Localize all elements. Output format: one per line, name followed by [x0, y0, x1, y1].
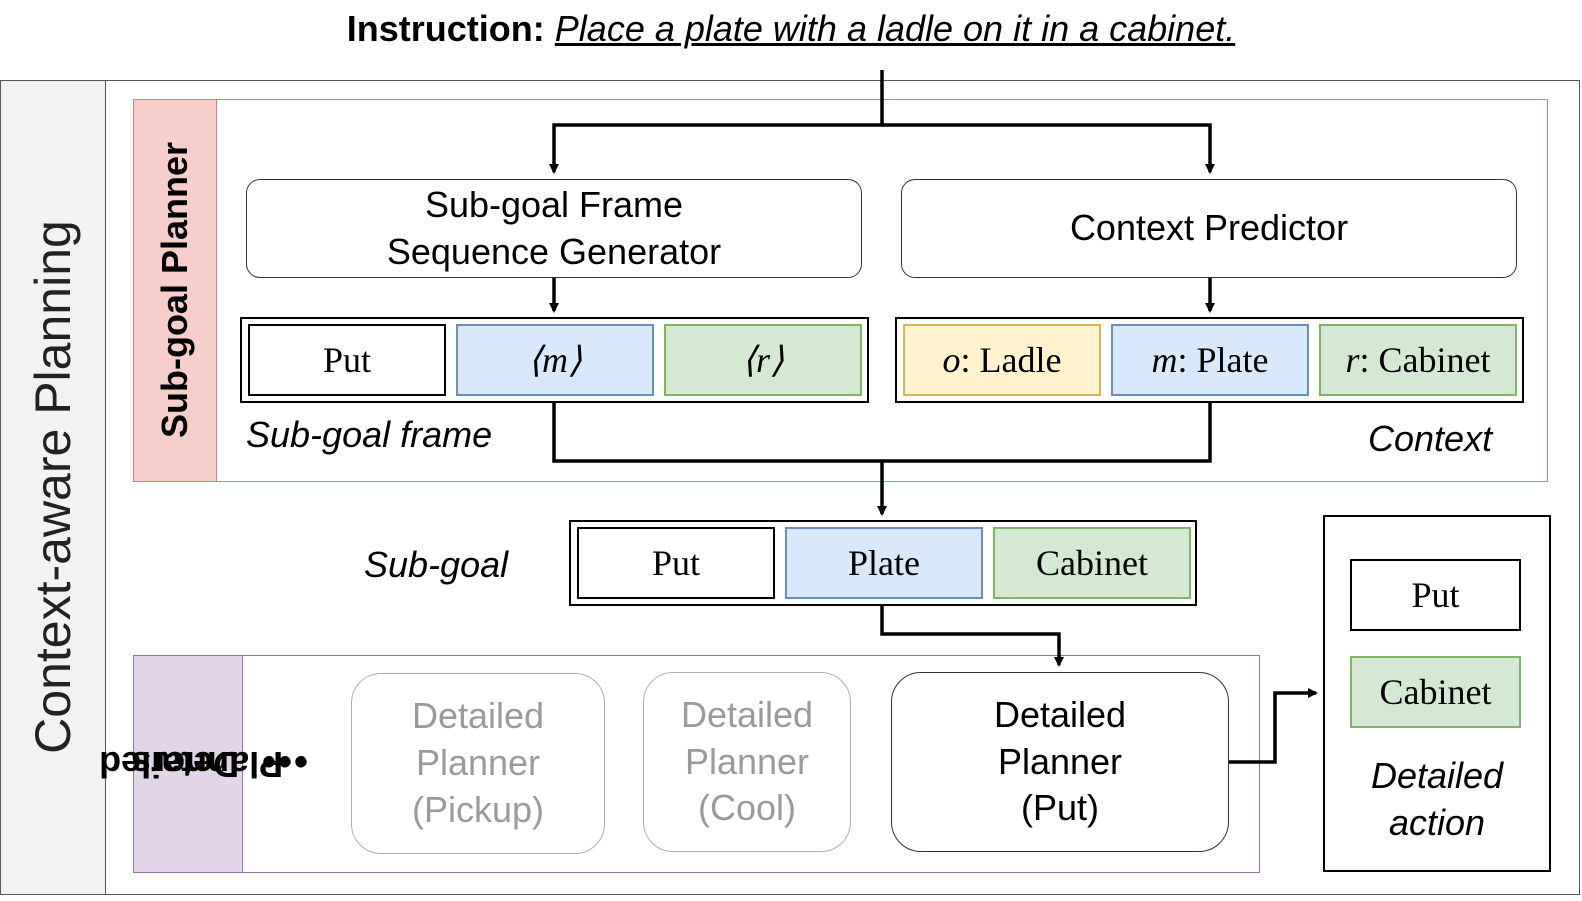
context-m-cell: m: Plate [1111, 324, 1309, 396]
context-o-value: : Ladle [960, 340, 1062, 380]
detailed-planner-pickup: Detailed Planner (Pickup) [351, 673, 605, 854]
context-caption: Context [1368, 418, 1493, 459]
context-r-value: : Cabinet [1359, 340, 1491, 380]
generator-line2: Sequence Generator [386, 230, 722, 272]
context-r-var: r [1345, 340, 1360, 380]
detailed-planner-cool: Detailed Planner (Cool) [643, 672, 851, 852]
instruction-label: Instruction: [346, 8, 545, 49]
subgoal-frame-sequence-generator: Sub-goal Frame Sequence Generator [246, 179, 862, 278]
put-planner-to-action-arrow [1229, 688, 1318, 764]
instruction-to-predictor-arrow [882, 123, 1215, 174]
subgoal-target-cell: Cabinet [993, 527, 1191, 599]
subgoal-planner-band [133, 99, 217, 482]
frame-slot-r: ⟨r⟩ [664, 324, 862, 396]
context-m-value: : Plate [1177, 340, 1269, 380]
instruction-text: Place a plate with a ladle on it in a ca… [554, 8, 1236, 49]
action-put-cell: Put [1350, 559, 1521, 631]
detailed-planners-band [133, 655, 243, 873]
generator-line1: Sub-goal Frame [424, 183, 684, 225]
instruction-to-generator-arrow [549, 70, 884, 174]
context-predictor: Context Predictor [901, 179, 1517, 278]
detailed-planner-put: Detailed Planner (Put) [891, 672, 1229, 852]
frame-merge-line [552, 403, 1212, 463]
context-o-cell: o: Ladle [903, 324, 1101, 396]
subgoal-action-cell: Put [577, 527, 775, 599]
frame-slot-m: ⟨m⟩ [456, 324, 654, 396]
context-m-var: m [1151, 340, 1178, 380]
context-r-cell: r: Cabinet [1319, 324, 1517, 396]
instruction: Instruction: Place a plate with a ladle … [0, 8, 1582, 50]
subgoal-object-cell: Plate [785, 527, 983, 599]
subgoal-to-put-planner-arrow [880, 606, 1064, 667]
context-o-var: o [942, 340, 961, 380]
subgoal-frame-caption: Sub-goal frame [246, 414, 493, 455]
subgoal-caption: Sub-goal [364, 544, 509, 585]
more-planners-ellipsis: ••• [262, 740, 311, 784]
action-cabinet-cell: Cabinet [1350, 656, 1521, 728]
frame-action-cell: Put [248, 324, 446, 396]
detailed-action-caption: Detailed action [1370, 755, 1504, 843]
context-aware-planning-band [0, 80, 106, 895]
